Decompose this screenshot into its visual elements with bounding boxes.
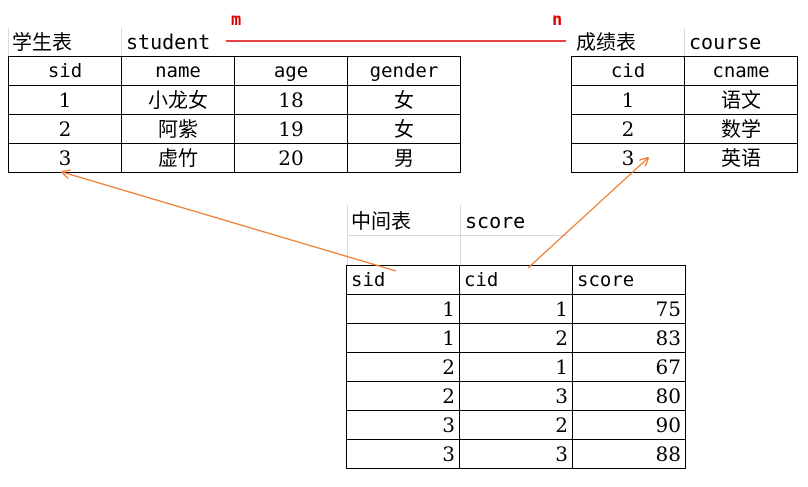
table-cell: 75 <box>572 294 686 324</box>
table-cell: 1 <box>459 294 573 324</box>
table-cell: 英语 <box>684 143 798 173</box>
student-table: sid name age gender 1 小龙女 18 女 2 阿紫 19 女… <box>8 56 461 173</box>
column-header: sid <box>346 265 460 295</box>
student-caption-cn: 学生表 <box>12 30 72 54</box>
table-row: 3 英语 <box>571 143 798 173</box>
table-row: 2 3 80 <box>346 381 686 411</box>
arrow-score-to-course <box>527 158 648 269</box>
table-cell: 1 <box>459 352 573 382</box>
table-row: 1 2 83 <box>346 323 686 353</box>
table-cell: 80 <box>572 381 686 411</box>
table-cell: 3 <box>459 381 573 411</box>
course-table: cid cname 1 语文 2 数学 3 英语 <box>571 56 798 173</box>
column-header: score <box>572 265 686 295</box>
table-cell: 3 <box>346 439 460 469</box>
table-cell: 虚竹 <box>121 143 235 173</box>
column-header: cid <box>459 265 573 295</box>
table-cell: 1 <box>8 85 122 115</box>
table-cell: 2 <box>459 410 573 440</box>
table-header-row: sid cid score <box>346 265 686 295</box>
score-table: sid cid score 1 1 75 1 2 83 2 1 67 2 3 8… <box>346 265 686 469</box>
course-caption-en: course <box>689 30 762 54</box>
column-header: cid <box>571 56 685 86</box>
score-caption-cn: 中间表 <box>351 209 411 233</box>
table-cell: 1 <box>346 294 460 324</box>
table-cell: 阿紫 <box>121 114 235 144</box>
grid-line <box>347 235 567 236</box>
table-row: 3 虚竹 20 男 <box>8 143 461 173</box>
arrow-score-to-student <box>62 172 397 272</box>
table-cell: 18 <box>234 85 348 115</box>
table-cell: 男 <box>347 143 461 173</box>
table-header-row: cid cname <box>571 56 798 86</box>
table-cell: 67 <box>572 352 686 382</box>
column-header: age <box>234 56 348 86</box>
table-row: 3 2 90 <box>346 410 686 440</box>
grid-line <box>121 28 122 56</box>
grid-line <box>8 28 9 56</box>
multiplicity-m-label: m <box>231 10 242 30</box>
table-row: 2 阿紫 19 女 <box>8 114 461 144</box>
table-cell: 83 <box>572 323 686 353</box>
table-cell: 19 <box>234 114 348 144</box>
table-cell: 2 <box>346 381 460 411</box>
column-header: sid <box>8 56 122 86</box>
table-cell: 1 <box>571 85 685 115</box>
table-cell: 2 <box>459 323 573 353</box>
grid-line <box>684 28 685 56</box>
table-cell: 语文 <box>684 85 798 115</box>
table-cell: 3 <box>8 143 122 173</box>
table-row: 2 数学 <box>571 114 798 144</box>
table-cell: 20 <box>234 143 348 173</box>
table-header-row: sid name age gender <box>8 56 461 86</box>
table-row: 2 1 67 <box>346 352 686 382</box>
column-header: cname <box>684 56 798 86</box>
table-cell: 88 <box>572 439 686 469</box>
table-cell: 3 <box>459 439 573 469</box>
table-cell: 2 <box>346 352 460 382</box>
column-header: gender <box>347 56 461 86</box>
course-caption-cn: 成绩表 <box>576 30 636 54</box>
table-row: 1 语文 <box>571 85 798 115</box>
table-row: 3 3 88 <box>346 439 686 469</box>
table-cell: 3 <box>571 143 685 173</box>
table-cell: 数学 <box>684 114 798 144</box>
table-cell: 2 <box>571 114 685 144</box>
multiplicity-n-label: n <box>552 10 563 30</box>
table-row: 1 1 75 <box>346 294 686 324</box>
student-caption-en: student <box>126 30 211 54</box>
table-cell: 女 <box>347 114 461 144</box>
score-caption-en: score <box>465 209 526 233</box>
